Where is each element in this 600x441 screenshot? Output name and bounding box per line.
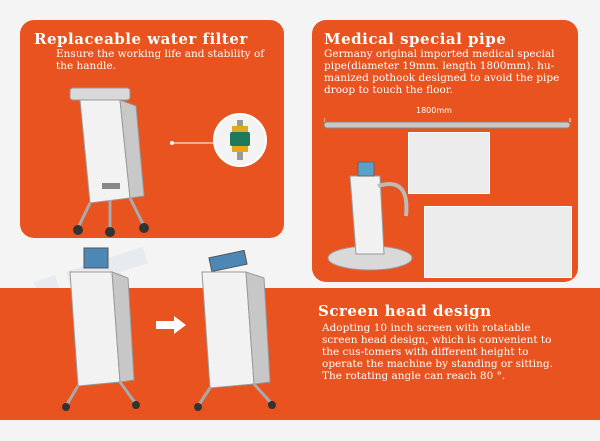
machine-illustration [69,87,149,237]
machine-after-illustration [194,250,276,411]
medical-pipe-description: Germany original imported medical specia… [324,48,560,96]
machine-before-illustration [62,247,140,411]
screen-head-description: Adopting 10 inch screen with rotatable s… [322,322,553,382]
filter-detail-icon [213,113,267,167]
medical-pipe-title: Medical special pipe [324,30,507,48]
screen-head-band: Screen head design Adopting 10 inch scre… [0,288,600,420]
pipe-illustration [324,118,571,129]
screen-head-title: Screen head design [318,302,492,320]
pipe-machine-illustration [327,161,413,271]
water-filter-description: Ensure the working life and stability of… [56,48,265,72]
water-filter-title: Replaceable water filter [34,30,248,48]
medical-pipe-panel: Medical special pipe Germany original im… [312,20,578,282]
pipe-hook-detail-2 [424,206,572,278]
pipe-length-label: 1800mm [416,106,452,115]
pipe-hook-detail [408,132,490,194]
arrow-right-icon [156,316,186,334]
callout-line [170,141,216,145]
water-filter-panel: Replaceable water filter Ensure the work… [20,20,284,238]
